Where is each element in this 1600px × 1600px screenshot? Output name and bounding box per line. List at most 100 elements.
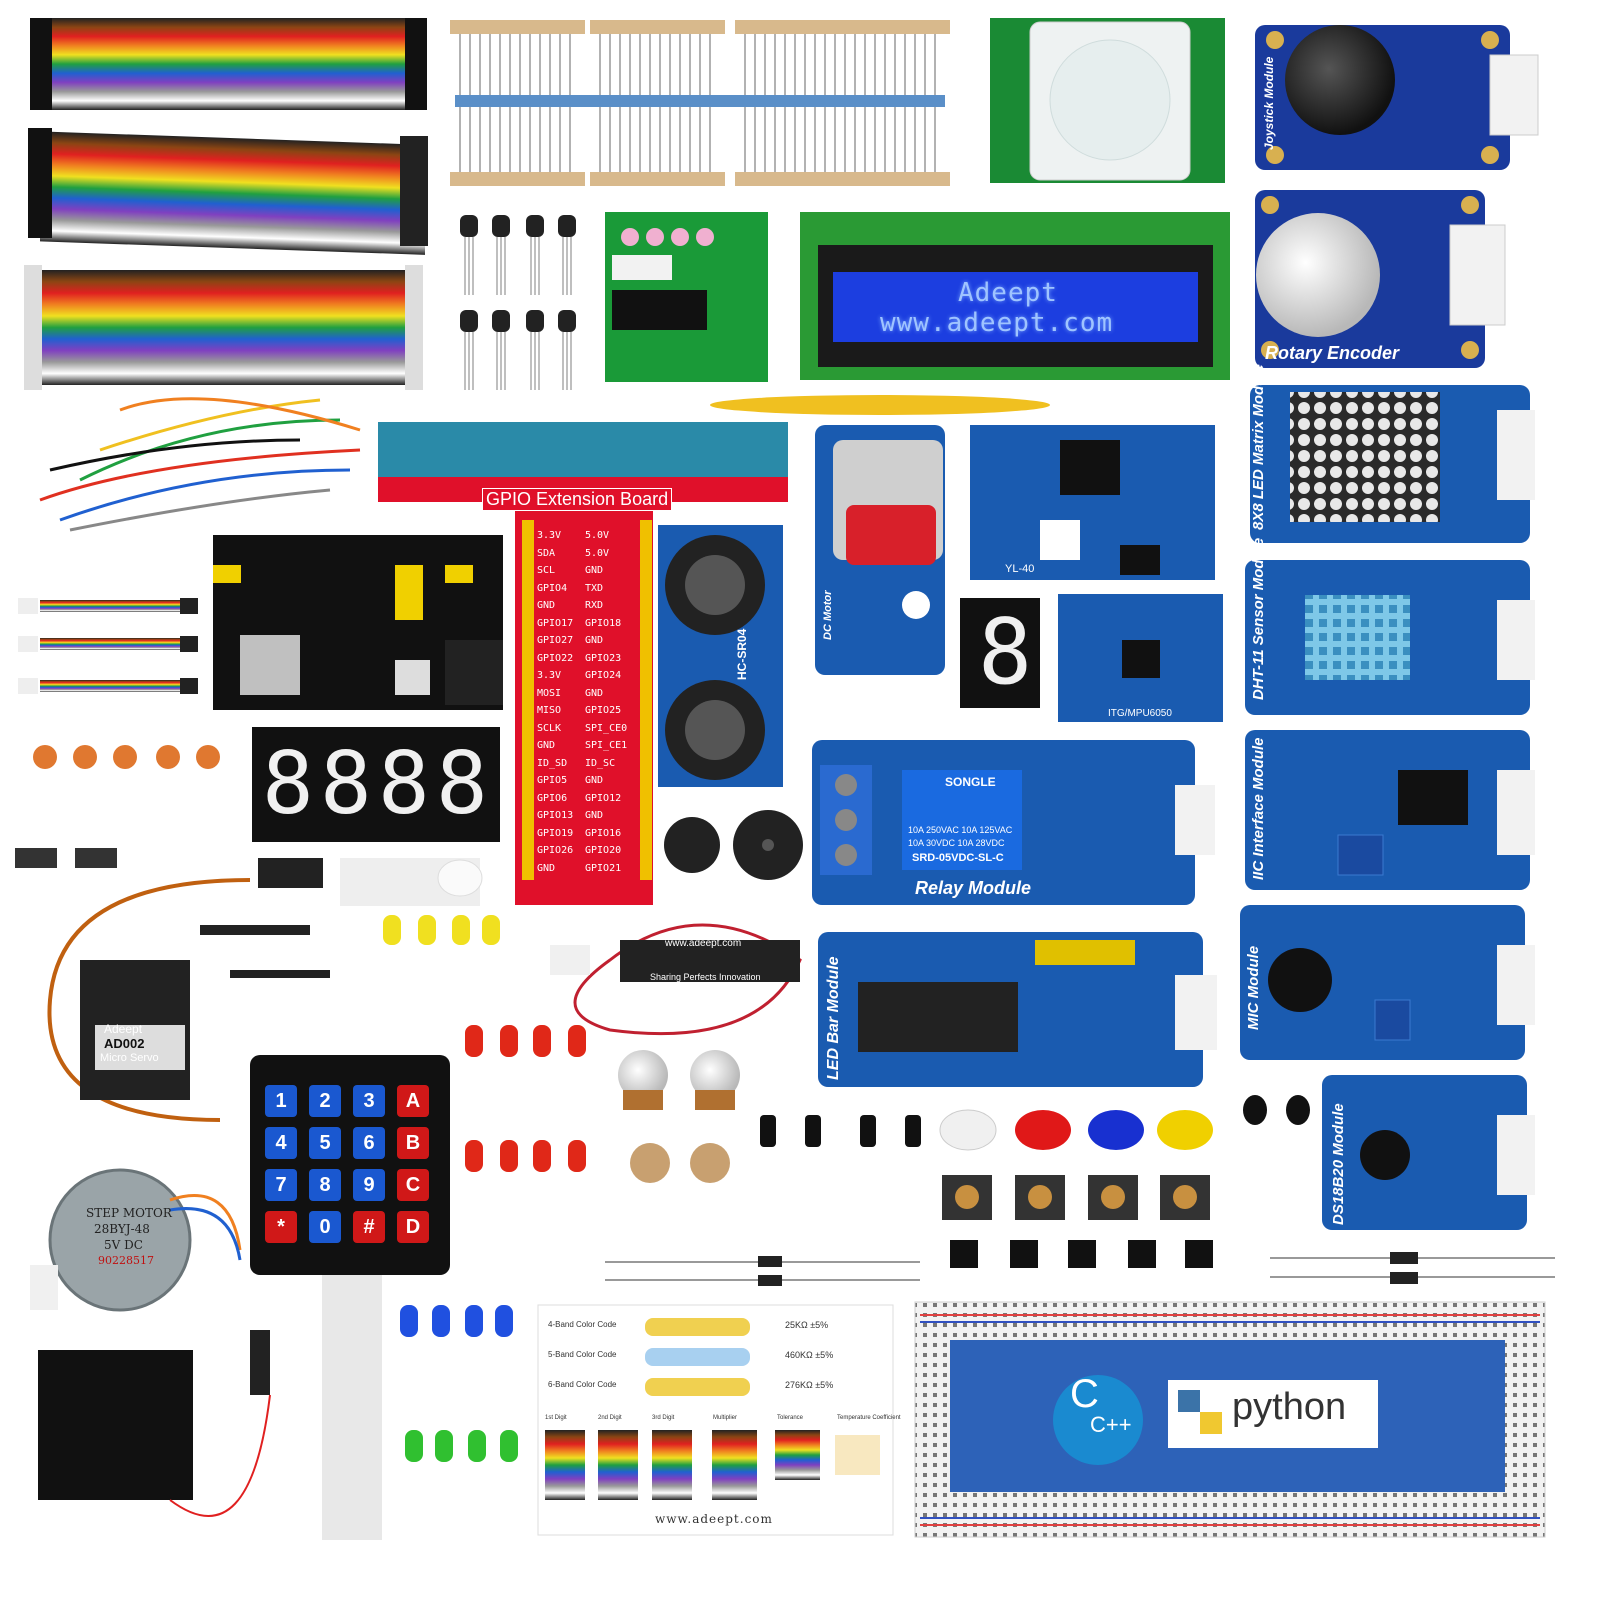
gpio-pin-label: GND: [585, 775, 604, 786]
gpio-pin-label: ID_SD: [537, 757, 568, 769]
python-logo-text: python: [1232, 1386, 1347, 1428]
stepper-line-1: STEP MOTOR: [86, 1206, 172, 1220]
color-card-header: 2nd Digit: [598, 1415, 622, 1421]
gpio-pin-label: GPIO5: [537, 775, 568, 786]
gpio-pin-label: GND: [537, 600, 556, 611]
ceramic-capacitors: [33, 745, 220, 769]
color-card-header: Tolerance: [777, 1415, 804, 1421]
adc-title: YL-40: [1005, 563, 1035, 575]
c-logo-top: C: [1070, 1372, 1099, 1416]
gpio-pin-label: SDA: [537, 547, 556, 559]
gpio-board-title: GPIO Extension Board: [482, 488, 673, 511]
micro-servo: [47, 858, 330, 1122]
color-card-header: 1st Digit: [545, 1415, 567, 1421]
red-leds: [465, 1025, 586, 1172]
gpio-pin-label: GPIO21: [585, 862, 622, 874]
neopixel-stick: [550, 923, 802, 1036]
jumper-wires-mm: [28, 128, 428, 255]
relay-title: Relay Module: [915, 878, 1032, 898]
stepper-line-2: 28BYJ-48: [94, 1222, 150, 1236]
dht11-title: DHT-11 Sensor Module: [1250, 537, 1267, 700]
sensor-cables: [18, 598, 198, 694]
electrolytic-capacitors: [760, 1115, 921, 1147]
stepper-motor: [30, 1168, 242, 1312]
diodes: [605, 1252, 1555, 1286]
gpio-pin-label: GPIO23: [585, 652, 622, 664]
gpio-pin-label: TXD: [585, 582, 604, 594]
ds18b20-title: DS18B20 Module: [1330, 1103, 1347, 1225]
gpio-pin-label: GPIO25: [585, 705, 622, 716]
tactile-switches: [942, 1175, 1213, 1268]
led-bar-module: [818, 932, 1217, 1087]
button-caps: [939, 1109, 1213, 1151]
gpio-pin-label: GPIO27: [537, 635, 574, 646]
yellow-leds: [383, 915, 500, 945]
iic-module: [1245, 730, 1535, 890]
seven-segment-single: [960, 598, 1040, 708]
keypad-key: 0: [309, 1211, 341, 1243]
digit-8: 8: [320, 734, 372, 834]
gpio-pin-label: ID_SC: [585, 757, 616, 769]
servo-model: AD002: [104, 1036, 145, 1051]
keypad-key: A: [397, 1085, 429, 1117]
lcd-1602: [800, 212, 1230, 380]
keypad-key: 8: [309, 1169, 341, 1201]
gpio-pin-label: GPIO17: [537, 617, 574, 629]
mic-title: MIC Module: [1245, 945, 1262, 1030]
rgb-led: [340, 858, 483, 906]
transistors: [460, 215, 576, 390]
keypad-key: *: [265, 1211, 297, 1243]
servo-type: Micro Servo: [100, 1052, 159, 1064]
digit-8: 8: [378, 734, 430, 834]
digit-8: 8: [262, 734, 314, 834]
keypad-key: #: [353, 1211, 385, 1243]
green-leds: [405, 1430, 518, 1462]
stepper-line-4: 90228517: [98, 1254, 154, 1267]
joystick-title: Joystick Module: [1262, 56, 1276, 150]
led-bar-title: LED Bar Module: [825, 956, 842, 1080]
ultrasonic-title: HC-SR04: [735, 628, 749, 680]
keypad-key: B: [397, 1127, 429, 1159]
gpio-pin-label: SPI_CE1: [585, 740, 628, 751]
gpio-pin-label: GPIO4: [537, 582, 568, 594]
power-supply-module: [213, 535, 503, 710]
c-logo-bottom: C++: [1090, 1412, 1132, 1437]
breadboard-jumper-wires: [39, 397, 361, 532]
single-digit: 8: [978, 600, 1033, 705]
gpio-pin-label: GPIO19: [537, 827, 574, 839]
color-card-header: 3rd Digit: [652, 1415, 675, 1421]
keypad-key: 7: [265, 1169, 297, 1201]
keypad-key: 3: [353, 1085, 385, 1117]
adc-module: [970, 425, 1215, 580]
keypad-key: 1: [265, 1085, 297, 1117]
jumper-wires-ff: [30, 18, 427, 110]
resistor-color-card: [537, 1304, 894, 1536]
gpio-pin-label: 5.0V: [585, 547, 610, 559]
relay-spec-1: 10A 250VAC 10A 125VAC: [908, 825, 1013, 835]
neopixel-tagline: Sharing Perfects Innovation: [650, 972, 761, 982]
led-matrix-module: [1250, 385, 1535, 543]
gpio-pin-label: SPI_CE0: [585, 722, 628, 734]
gpio-pin-label: GND: [585, 687, 604, 699]
color-card-value-3: 276KΩ ±5%: [785, 1380, 834, 1390]
stepper-line-3: 5V DC: [104, 1238, 143, 1252]
digit-8: 8: [436, 734, 488, 834]
color-card-header: Multiplier: [713, 1415, 738, 1421]
photoresistors: [630, 1143, 730, 1183]
color-card-row-1: 4-Band Color Code: [548, 1320, 617, 1329]
keypad-key: 5: [309, 1127, 341, 1159]
relay-spec-2: 10A 30VDC 10A 28VDC: [908, 838, 1005, 848]
gpio-pin-label: SCLK: [537, 722, 562, 734]
battery-holder: [38, 1330, 271, 1517]
keypad-key: C: [397, 1169, 429, 1201]
gpio-pin-label: MISO: [537, 705, 562, 716]
iic-title: IIC Interface Module: [1250, 737, 1267, 880]
buzzers: [664, 810, 803, 880]
keypad-key: 9: [353, 1169, 385, 1201]
ultrasonic-sensor: [658, 525, 783, 787]
stepper-driver-board: [605, 212, 768, 382]
keypad-key: 4: [265, 1127, 297, 1159]
color-card-row-2: 5-Band Color Code: [548, 1350, 617, 1359]
